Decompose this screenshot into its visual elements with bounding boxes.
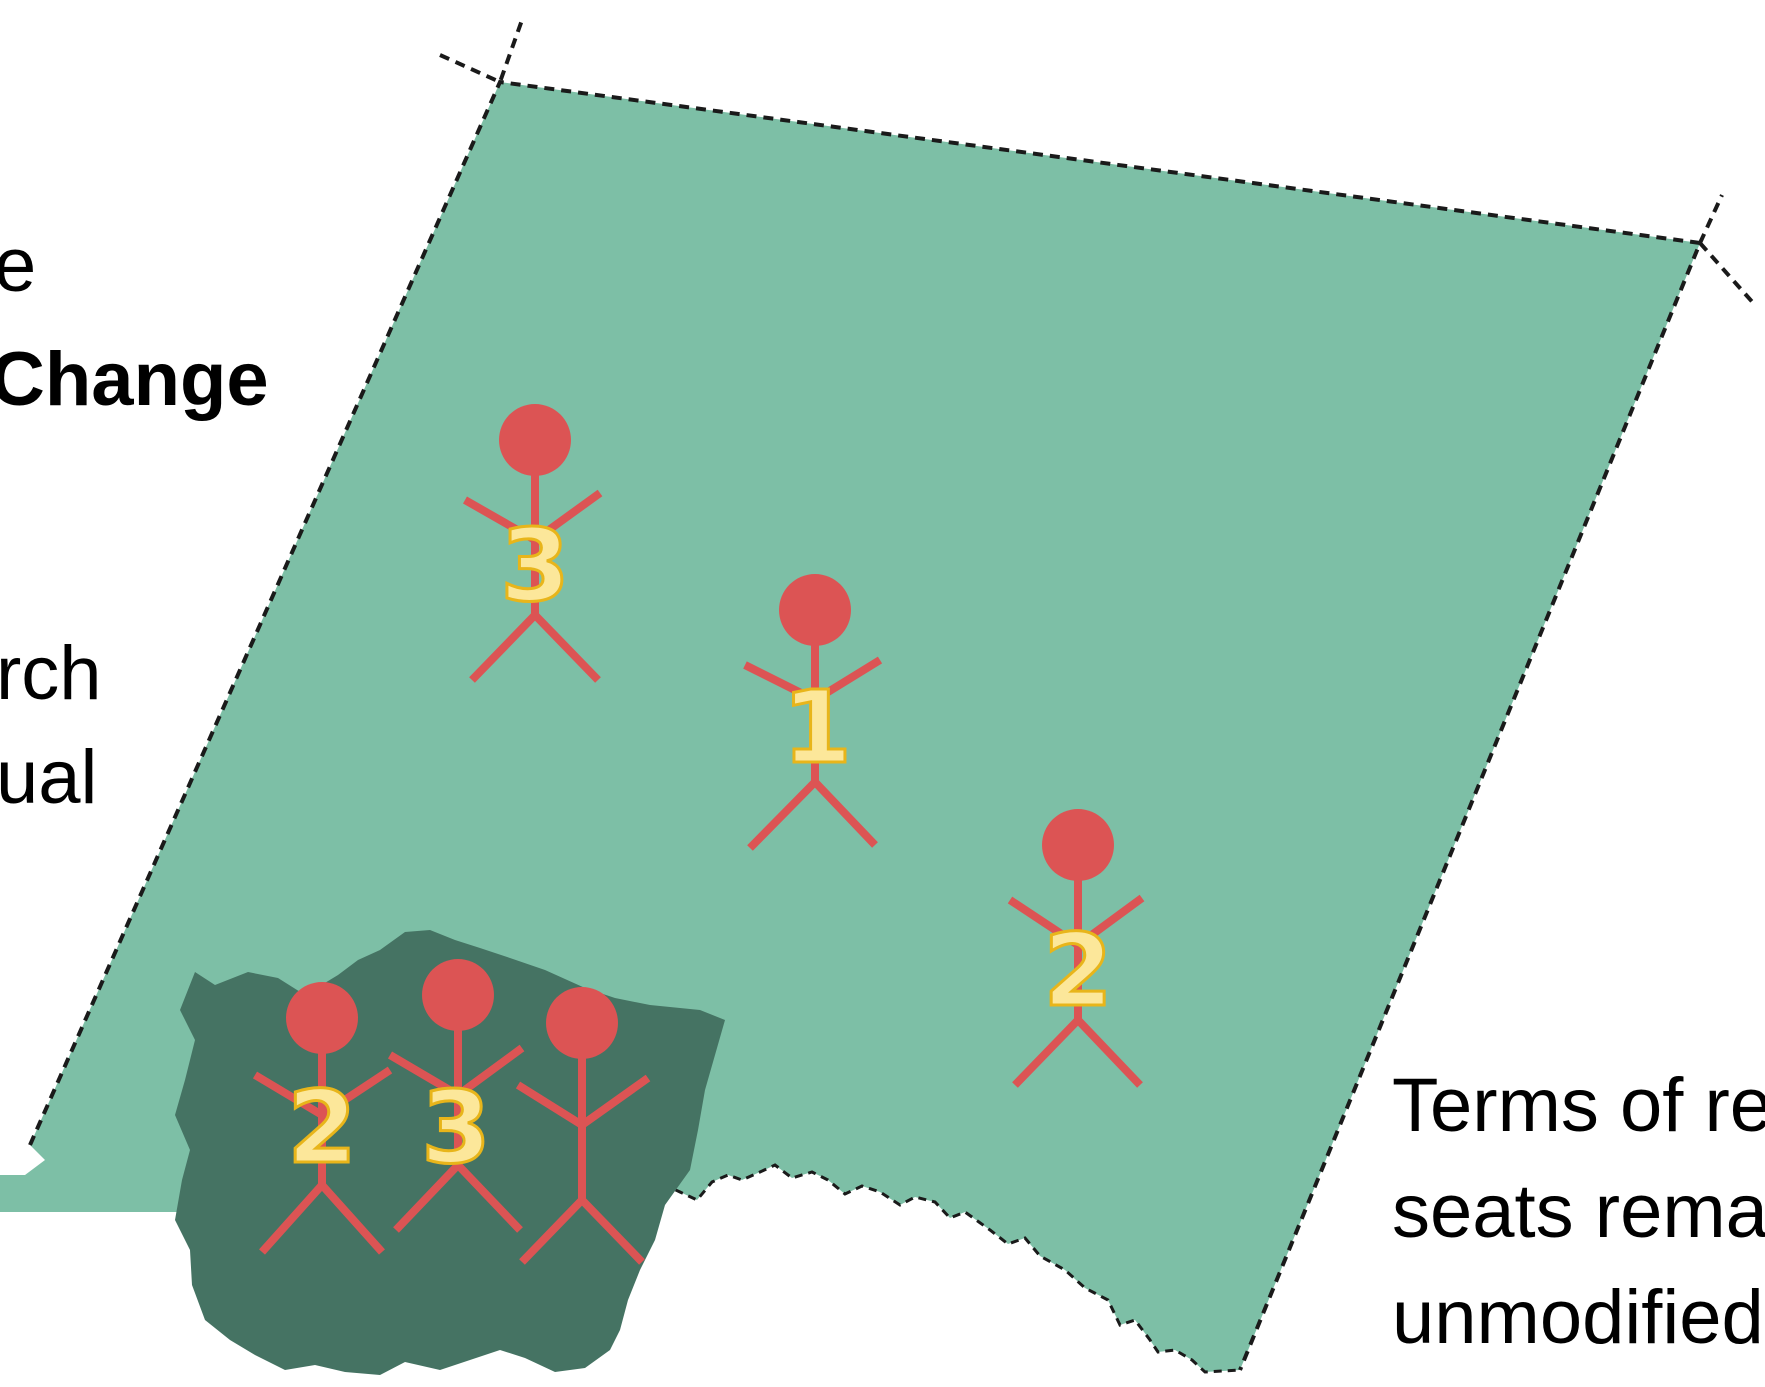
person-figure-2-number: 1 [782,669,852,786]
border-extension-right [1698,194,1757,307]
person-figure-5-number: 3 [421,1069,491,1186]
person-figure-6 [515,987,651,1265]
person-figure-4-number: 2 [287,1069,357,1186]
person-figure-2 [743,574,883,851]
person-figure-3 [1007,809,1145,1088]
left-text-line-1: e [0,223,37,308]
person-figure-5 [387,959,525,1233]
border-extension-top [439,19,524,85]
left-text-line-4: ual [0,735,98,820]
person-figure-3-number: 2 [1043,912,1113,1029]
person-figure-4 [252,982,393,1255]
right-text-line-3: unmodified [1392,1275,1764,1360]
right-text-line-2: seats rema [1392,1169,1765,1254]
jagged-boundary [589,1163,1241,1374]
person-figure-1-number: 3 [500,507,570,624]
district-border [28,79,1703,1371]
left-text-line-2: Change [0,337,269,422]
right-text-line-1: Terms of re [1392,1063,1765,1148]
left-text-line-3: rch [0,631,102,716]
person-figure-1 [463,404,603,683]
